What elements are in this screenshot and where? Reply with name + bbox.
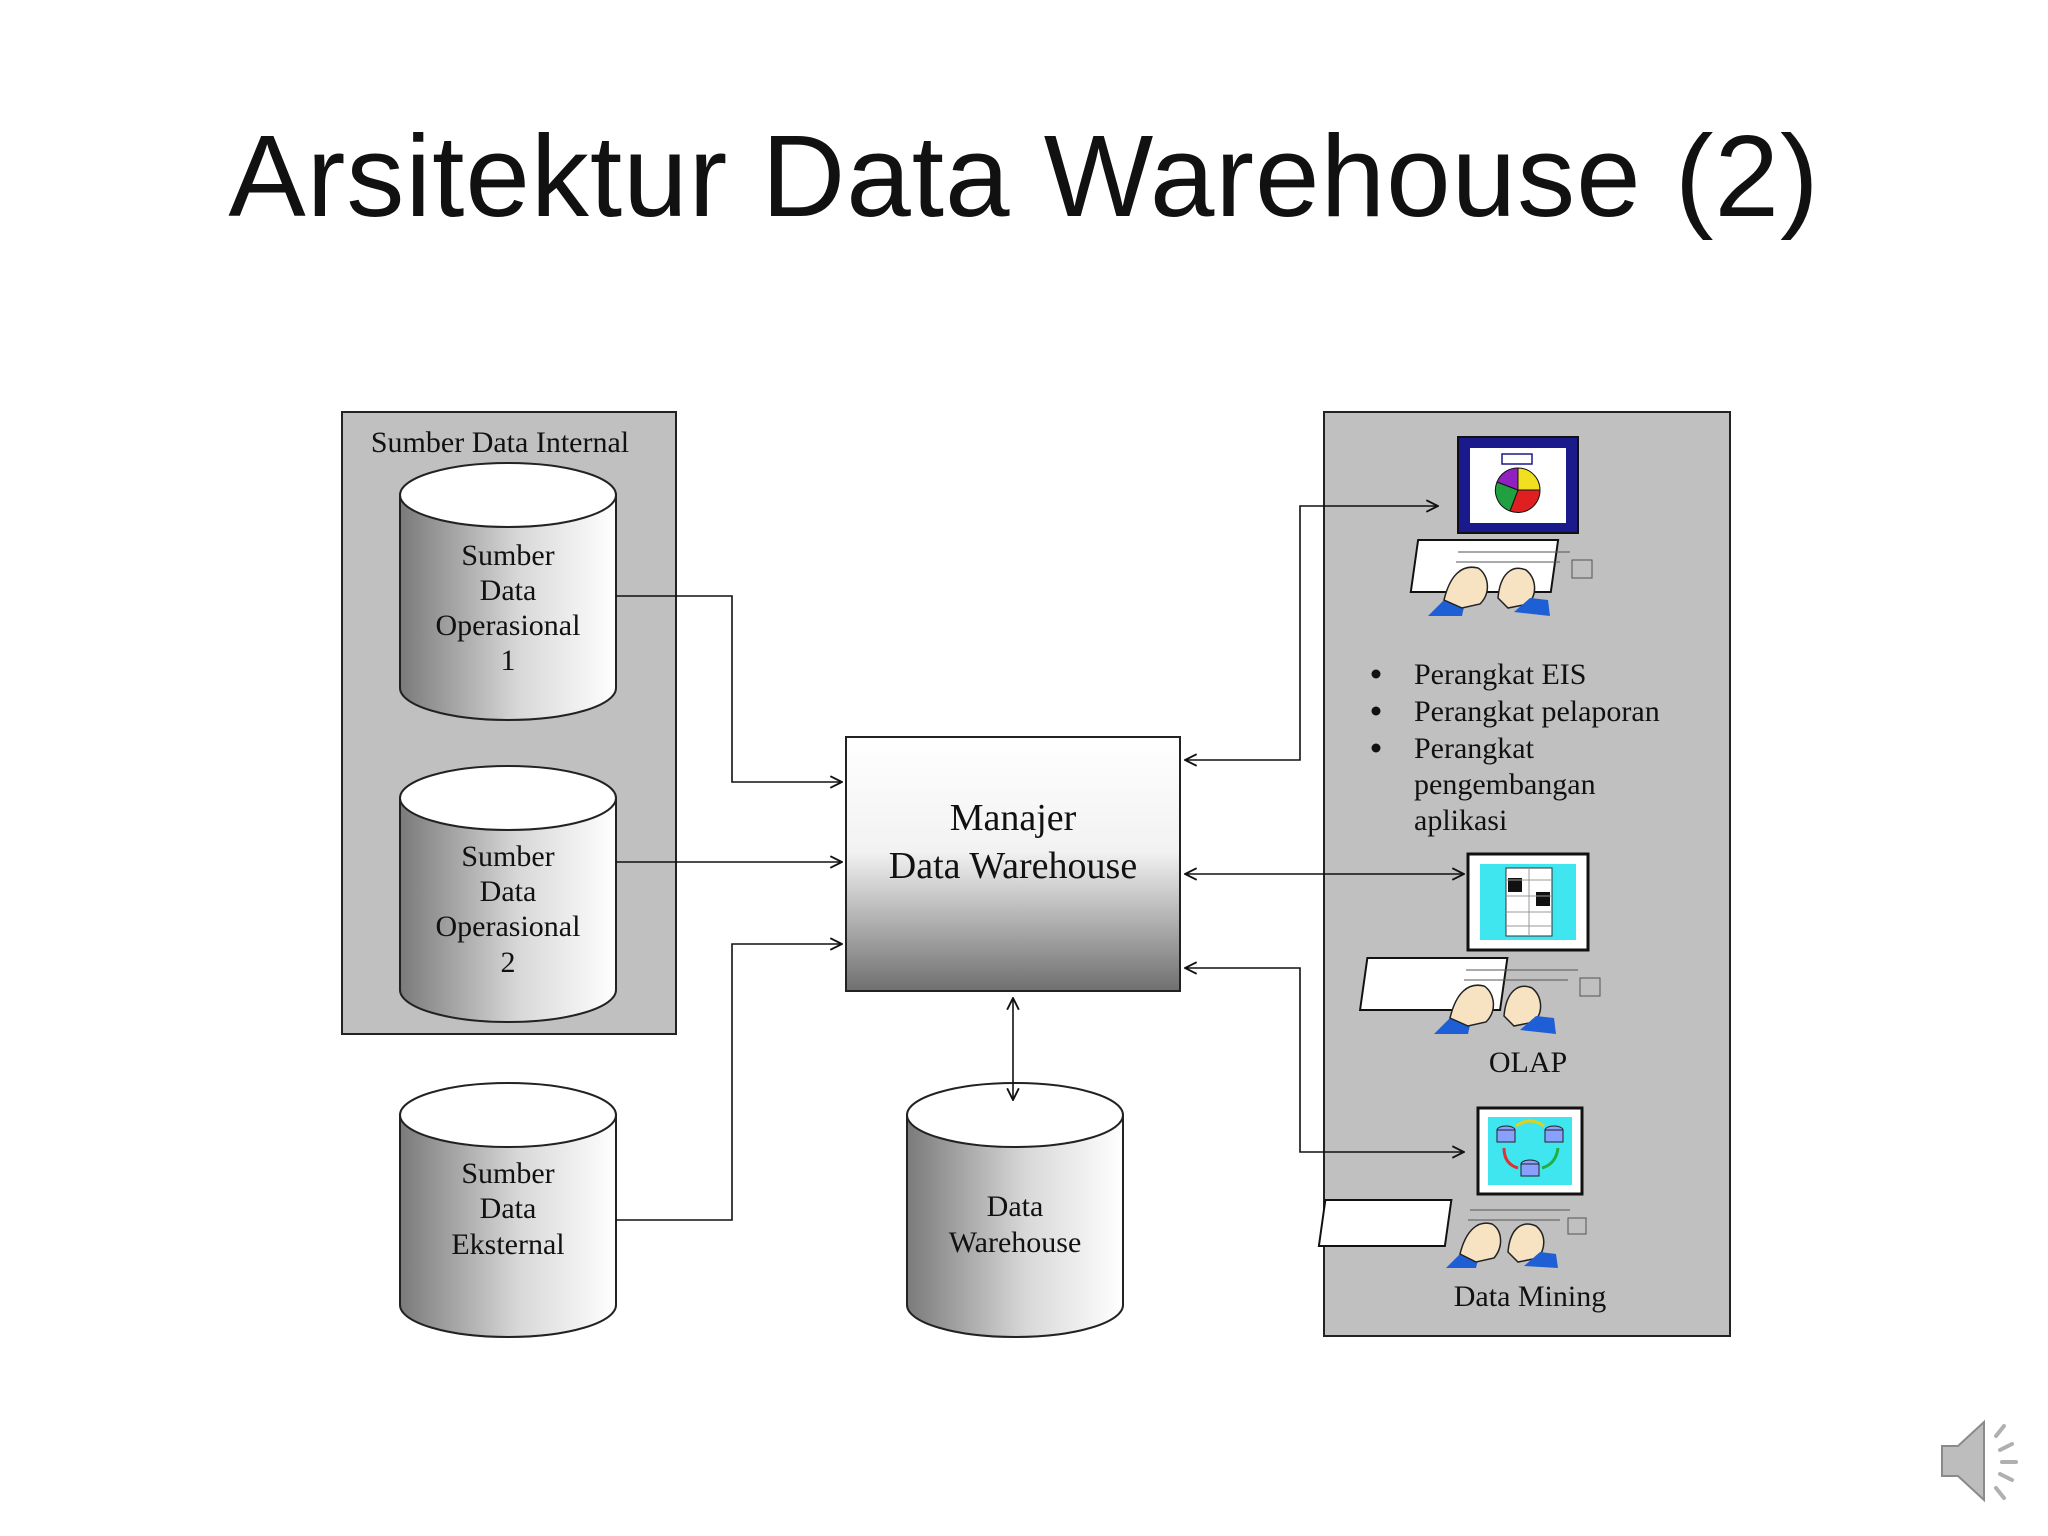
olap-computer-icon (1358, 852, 1601, 1034)
internal-group-label: Sumber Data Internal (371, 426, 629, 459)
cylinder-external: Sumber Data Eksternal (399, 1082, 617, 1338)
op1-label-line2: Data (480, 574, 537, 607)
bullet-item-app-dev: Perangkat pengembangan aplikasi (1371, 732, 1596, 837)
connector-manager-eis (1185, 506, 1438, 760)
bullet-item-eis: Perangkat EIS (1371, 658, 1586, 691)
speaker-icon[interactable] (1941, 1419, 2018, 1503)
manager-box: Manajer Data Warehouse (845, 736, 1181, 992)
op2-label-line4: 2 (501, 946, 516, 979)
data-mining-label: Data Mining (1454, 1280, 1606, 1313)
external-label-line3: Eksternal (451, 1228, 564, 1261)
slide-title: Arsitektur Data Warehouse (2) (228, 111, 1820, 241)
op2-label-line1: Sumber (461, 840, 554, 873)
bullet-item-reporting: Perangkat pelaporan (1371, 695, 1660, 728)
olap-label: OLAP (1489, 1046, 1567, 1079)
data-mining-computer-icon (1317, 1106, 1587, 1268)
external-label-line1: Sumber (461, 1157, 554, 1190)
eis-computer-icon (1409, 436, 1593, 616)
bullet-label-app-dev-line2: pengembangan (1414, 768, 1596, 801)
tool-connectors (1185, 506, 1464, 1152)
cylinder-warehouse: Data Warehouse (906, 1082, 1124, 1338)
source-connectors (616, 595, 1013, 1221)
connector-op1-to-manager (616, 595, 842, 782)
op1-label-line1: Sumber (461, 539, 554, 572)
external-label-line2: Data (480, 1192, 537, 1225)
bullet-label-app-dev-line3: aplikasi (1414, 804, 1507, 837)
op2-label-line3: Operasional (436, 910, 581, 943)
connector-external-to-manager (616, 944, 842, 1221)
cylinder-op1: Sumber Data Operasional 1 (399, 462, 617, 721)
connector-manager-mining (1185, 968, 1464, 1152)
tool-bullet-list: Perangkat EIS Perangkat pelaporan Perang… (1371, 658, 1660, 837)
op1-label-line3: Operasional (436, 609, 581, 642)
cylinder-op2: Sumber Data Operasional 2 (399, 765, 617, 1023)
bullet-label-app-dev-line1: Perangkat (1414, 732, 1535, 765)
op2-label-line2: Data (480, 875, 537, 908)
bullet-label-eis: Perangkat EIS (1414, 658, 1586, 691)
manager-label-line1: Manajer (950, 797, 1077, 839)
bullet-label-reporting: Perangkat pelaporan (1414, 695, 1660, 728)
warehouse-label-line2: Warehouse (949, 1226, 1082, 1259)
warehouse-label-line1: Data (987, 1190, 1044, 1223)
op1-label-line4: 1 (501, 644, 516, 677)
manager-label-line2: Data Warehouse (889, 845, 1137, 887)
